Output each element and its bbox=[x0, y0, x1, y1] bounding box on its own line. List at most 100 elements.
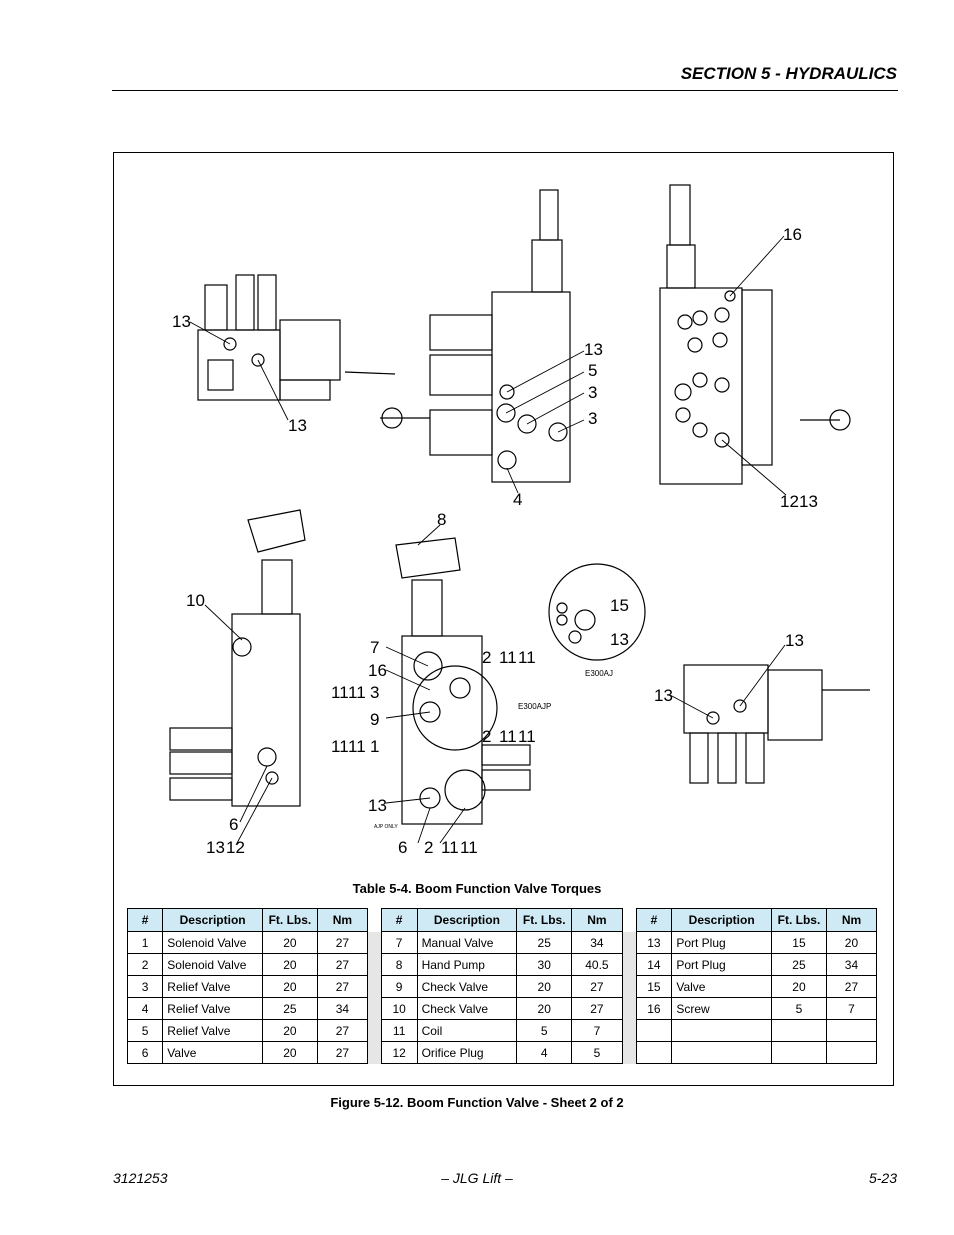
callout-label: 16 bbox=[783, 225, 802, 244]
callout-label: 13 bbox=[368, 796, 387, 815]
item-number-cell: 4 bbox=[126, 997, 164, 1020]
ft-lbs-cell: 20 bbox=[261, 1019, 318, 1042]
nm-cell: 27 bbox=[316, 1041, 368, 1064]
description-cell bbox=[671, 1041, 772, 1064]
callout-label: 13 bbox=[206, 838, 225, 857]
item-number-cell: 7 bbox=[380, 931, 418, 954]
column-gap bbox=[621, 908, 637, 932]
item-number-cell: 6 bbox=[126, 1041, 164, 1064]
ft-lbs-cell bbox=[771, 1041, 827, 1064]
description-cell: Check Valve bbox=[416, 975, 518, 998]
callout-label: 11 bbox=[499, 648, 517, 667]
callout-labels: 13 13 13 5 3 3 4 16 12 13 8 10 7 16 2 11… bbox=[172, 225, 818, 857]
callout-label: 6 bbox=[398, 838, 407, 857]
description-cell: Relief Valve bbox=[162, 1019, 263, 1042]
footer-brand: – JLG Lift – bbox=[441, 1170, 513, 1186]
col-header: Ft. Lbs. bbox=[771, 908, 827, 932]
nm-cell: 27 bbox=[316, 931, 368, 954]
item-number-cell: 12 bbox=[380, 1041, 418, 1064]
callout-label: 3 bbox=[588, 409, 597, 428]
column-gap bbox=[366, 908, 382, 932]
inset-label: E300AJ bbox=[585, 669, 613, 678]
column-gap bbox=[366, 931, 382, 954]
item-number-cell: 16 bbox=[635, 997, 673, 1020]
ft-lbs-cell: 30 bbox=[516, 953, 573, 976]
nm-cell bbox=[825, 1019, 878, 1042]
description-cell: Solenoid Valve bbox=[162, 953, 263, 976]
callout-label: 9 bbox=[370, 710, 379, 729]
column-gap bbox=[621, 953, 637, 976]
col-header: Nm bbox=[571, 908, 623, 932]
description-cell: Check Valve bbox=[416, 997, 518, 1020]
col-header: Nm bbox=[825, 908, 878, 932]
nm-cell: 27 bbox=[571, 975, 623, 998]
item-number-cell: 14 bbox=[635, 953, 673, 976]
item-number-cell: 1 bbox=[126, 931, 164, 954]
header-rule bbox=[112, 90, 898, 91]
inset-label: E300AJP bbox=[518, 702, 551, 711]
column-gap bbox=[366, 953, 382, 976]
item-number-cell: 10 bbox=[380, 997, 418, 1020]
description-cell: Solenoid Valve bbox=[162, 931, 263, 954]
callout-label: 16 bbox=[368, 661, 387, 680]
table-title: Table 5-4. Boom Function Valve Torques bbox=[352, 881, 602, 896]
ft-lbs-cell: 25 bbox=[771, 953, 827, 976]
description-cell: Manual Valve bbox=[416, 931, 518, 954]
callout-label: 4 bbox=[513, 490, 522, 509]
nm-cell: 27 bbox=[316, 1019, 368, 1042]
item-number-cell: 9 bbox=[380, 975, 418, 998]
column-gap bbox=[366, 975, 382, 998]
figure-caption: Figure 5-12. Boom Function Valve - Sheet… bbox=[330, 1095, 624, 1110]
callout-label: 13 bbox=[584, 340, 603, 359]
callout-label: 5 bbox=[588, 361, 597, 380]
column-gap bbox=[621, 931, 637, 954]
description-cell: Port Plug bbox=[671, 953, 772, 976]
callout-label: 15 bbox=[610, 596, 629, 615]
col-header: Nm bbox=[316, 908, 368, 932]
item-number-cell: 11 bbox=[380, 1019, 418, 1042]
nm-cell: 34 bbox=[825, 953, 878, 976]
column-gap bbox=[366, 1041, 382, 1064]
col-header: Ft. Lbs. bbox=[261, 908, 318, 932]
inset-e300aj bbox=[548, 563, 646, 661]
callout-label: 11 bbox=[441, 838, 459, 857]
section-header: SECTION 5 - HYDRAULICS bbox=[680, 64, 897, 83]
ft-lbs-cell: 20 bbox=[261, 931, 318, 954]
ft-lbs-cell bbox=[771, 1019, 827, 1042]
callout-label: 3 bbox=[588, 383, 597, 402]
callout-label: 12 bbox=[780, 492, 799, 511]
description-cell: Relief Valve bbox=[162, 997, 263, 1020]
valve-view-top-center bbox=[380, 189, 571, 483]
callout-label: 13 bbox=[799, 492, 818, 511]
callout-label: 2 bbox=[482, 648, 491, 667]
nm-cell: 34 bbox=[316, 997, 368, 1020]
callout-label: 11 bbox=[499, 727, 517, 746]
nm-cell: 27 bbox=[316, 953, 368, 976]
description-cell: Screw bbox=[671, 997, 772, 1020]
ft-lbs-cell: 5 bbox=[771, 997, 827, 1020]
footer-page-number: 5-23 bbox=[868, 1170, 897, 1186]
description-cell: Relief Valve bbox=[162, 975, 263, 998]
col-header: Description bbox=[162, 908, 263, 932]
item-number-cell: 3 bbox=[126, 975, 164, 998]
callout-label: 11 bbox=[460, 838, 478, 857]
callout-label: 2 bbox=[482, 727, 491, 746]
nm-cell: 7 bbox=[571, 1019, 623, 1042]
ft-lbs-cell: 20 bbox=[771, 975, 827, 998]
ft-lbs-cell: 20 bbox=[261, 953, 318, 976]
item-number-cell bbox=[635, 1041, 673, 1064]
ft-lbs-cell: 20 bbox=[516, 975, 573, 998]
callout-label: 11 bbox=[348, 737, 366, 756]
column-gap bbox=[366, 1019, 382, 1042]
nm-cell: 7 bbox=[825, 997, 878, 1020]
nm-cell: 40.5 bbox=[571, 953, 623, 976]
item-number-cell: 13 bbox=[635, 931, 673, 954]
item-number-cell bbox=[635, 1019, 673, 1042]
valve-view-top-right bbox=[659, 184, 851, 485]
item-number-cell: 5 bbox=[126, 1019, 164, 1042]
ft-lbs-cell: 15 bbox=[771, 931, 827, 954]
